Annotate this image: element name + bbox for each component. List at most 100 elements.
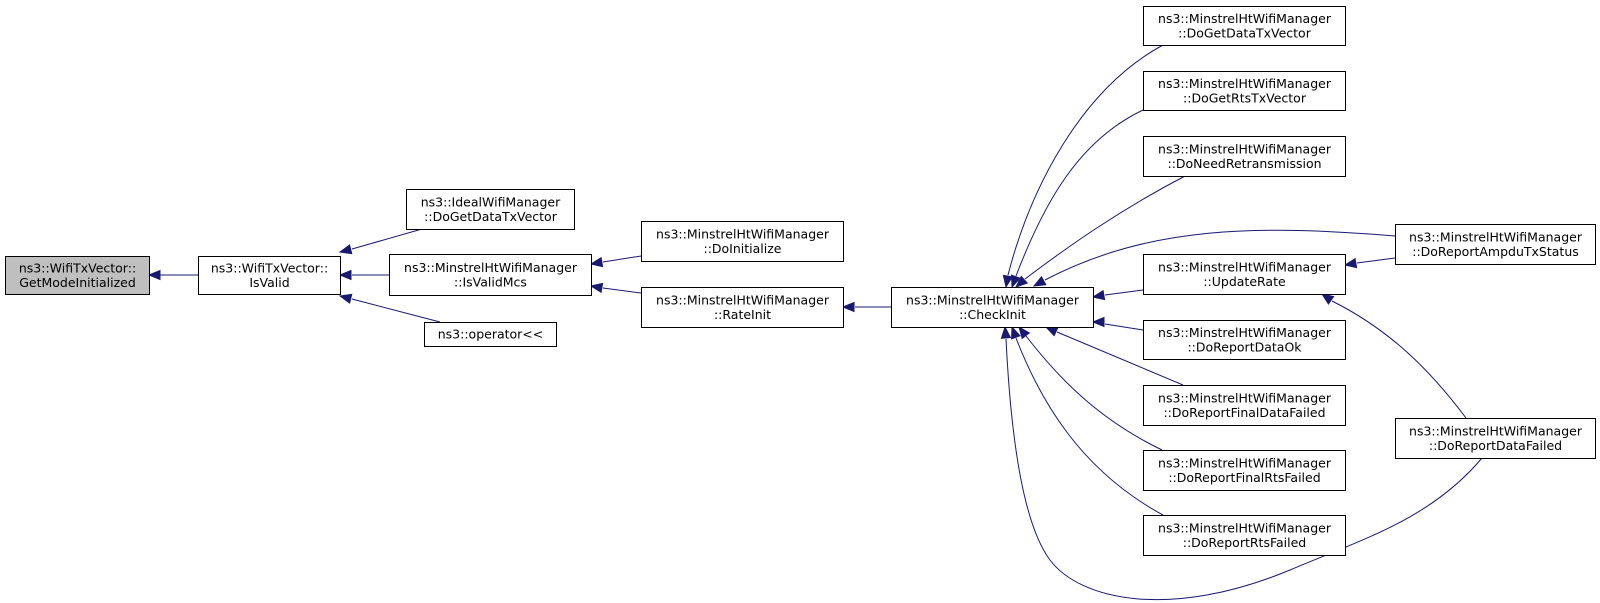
node-label-line: ns3::MinstrelHtWifiManager <box>1158 141 1332 156</box>
arrowhead <box>338 269 352 281</box>
node-box <box>5 256 150 295</box>
nodes-layer: ns3::WifiTxVector::GetModeInitializedns3… <box>5 6 1596 556</box>
edge-ampdu-to-checkinit <box>1032 229 1396 287</box>
node-label-line: ::DoGetDataTxVector <box>1178 25 1312 40</box>
edge-line <box>1044 229 1396 281</box>
node-label-line: ns3::operator<< <box>438 327 544 342</box>
node-datafailed[interactable]: ns3::MinstrelHtWifiManager::DoReportData… <box>1395 418 1596 459</box>
node-rtsfailed[interactable]: ns3::MinstrelHtWifiManager::DoReportRtsF… <box>1143 515 1346 556</box>
node-box <box>1143 71 1346 111</box>
arrowhead <box>841 301 855 313</box>
edge-line <box>1005 338 1483 601</box>
node-operator[interactable]: ns3::operator<< <box>424 322 557 347</box>
node-box <box>641 287 844 328</box>
edge-line <box>1024 175 1186 280</box>
node-label-line: IsValid <box>249 275 289 290</box>
node-label-line: ::DoReportFinalDataFailed <box>1163 405 1325 420</box>
node-label-line: ns3::MinstrelHtWifiManager <box>656 226 830 241</box>
arrowhead <box>589 256 604 268</box>
node-root: ns3::WifiTxVector::GetModeInitialized <box>5 256 150 295</box>
node-ideal[interactable]: ns3::IdealWifiManager::DoGetDataTxVector <box>406 189 575 230</box>
edge-datafailed-to-updaterate <box>1320 293 1467 419</box>
node-getrts[interactable]: ns3::MinstrelHtWifiManager::DoGetRtsTxVe… <box>1143 71 1346 111</box>
arrowhead <box>1000 325 1012 339</box>
arrowhead <box>1015 275 1029 288</box>
edge-line <box>1015 109 1144 277</box>
edge-line <box>1331 300 1467 419</box>
node-box <box>1395 418 1596 459</box>
arrowhead <box>1002 274 1014 289</box>
node-label-line: GetModeInitialized <box>19 275 136 290</box>
node-label-line: ::DoNeedRetransmission <box>1167 156 1321 171</box>
node-box <box>424 322 557 347</box>
node-isvalid[interactable]: ns3::WifiTxVector::IsValid <box>198 256 341 295</box>
node-finalrts[interactable]: ns3::MinstrelHtWifiManager::DoReportFina… <box>1143 450 1346 491</box>
node-label-line: ns3::MinstrelHtWifiManager <box>1158 520 1332 535</box>
edge-line <box>602 255 642 263</box>
edge-line <box>1015 337 1164 516</box>
edge-line <box>1007 44 1164 276</box>
edge-rateinit-to-isvalidmcs <box>589 282 642 294</box>
arrowhead <box>1091 316 1105 328</box>
node-label-line: ::DoGetRtsTxVector <box>1183 90 1307 105</box>
node-rateinit[interactable]: ns3::MinstrelHtWifiManager::RateInit <box>641 287 844 328</box>
node-label-line: ns3::MinstrelHtWifiManager <box>1409 229 1583 244</box>
node-label-line: ::DoReportFinalRtsFailed <box>1168 470 1320 485</box>
node-label-line: ns3::MinstrelHtWifiManager <box>1158 259 1332 274</box>
edge-operator-to-isvalid <box>338 293 441 323</box>
edge-checkinit-to-rateinit <box>841 301 891 313</box>
node-label-line: ::DoInitialize <box>703 241 781 256</box>
node-needretx[interactable]: ns3::MinstrelHtWifiManager::DoNeedRetran… <box>1143 136 1346 177</box>
node-dataok[interactable]: ns3::MinstrelHtWifiManager::DoReportData… <box>1143 320 1346 360</box>
arrowhead <box>338 293 353 304</box>
node-updaterate[interactable]: ns3::MinstrelHtWifiManager::UpdateRate <box>1143 254 1346 295</box>
edge-line <box>1104 323 1144 331</box>
edge-ampdu-to-updaterate <box>1343 257 1396 269</box>
arrowhead <box>1032 275 1047 287</box>
node-box <box>1143 320 1346 360</box>
node-label-line: ::DoReportDataOk <box>1187 339 1302 354</box>
edge-line <box>1356 257 1396 264</box>
node-label-line: ::DoReportDataFailed <box>1429 438 1562 453</box>
node-checkinit[interactable]: ns3::MinstrelHtWifiManager::CheckInit <box>891 287 1094 328</box>
edge-getrts-to-checkinit <box>1011 109 1144 289</box>
edge-line <box>602 287 642 294</box>
arrowhead <box>1011 274 1021 289</box>
node-box <box>1143 254 1346 295</box>
edge-needretx-to-checkinit <box>1015 175 1186 288</box>
edge-dataok-to-checkinit <box>1091 316 1144 331</box>
edge-ideal-to-isvalid <box>338 228 423 255</box>
edge-line <box>351 298 441 323</box>
edge-line <box>351 228 423 250</box>
node-label-line: ::DoReportRtsFailed <box>1183 535 1307 550</box>
node-box <box>389 254 592 296</box>
node-isvalidmcs[interactable]: ns3::MinstrelHtWifiManager::IsValidMcs <box>389 254 592 296</box>
edge-datafailed-to-checkinit <box>1000 325 1483 601</box>
node-box <box>198 256 341 295</box>
node-label-line: ns3::MinstrelHtWifiManager <box>1158 390 1332 405</box>
node-label-line: ::UpdateRate <box>1203 274 1286 289</box>
node-getdata[interactable]: ns3::MinstrelHtWifiManager::DoGetDataTxV… <box>1143 6 1346 46</box>
node-box <box>1143 136 1346 177</box>
arrowhead <box>338 244 353 255</box>
node-box <box>1143 515 1346 556</box>
node-doinit[interactable]: ns3::MinstrelHtWifiManager::DoInitialize <box>641 221 844 262</box>
arrowhead <box>1320 293 1335 305</box>
edge-isvalidmcs-to-isvalid <box>338 269 389 281</box>
node-label-line: ns3::MinstrelHtWifiManager <box>404 260 578 275</box>
node-finaldata[interactable]: ns3::MinstrelHtWifiManager::DoReportFina… <box>1143 385 1346 426</box>
edges-layer <box>147 44 1483 601</box>
node-box <box>1143 385 1346 426</box>
node-label-line: ns3::MinstrelHtWifiManager <box>1158 325 1332 340</box>
node-box <box>641 221 844 262</box>
arrowhead <box>147 269 161 281</box>
node-box <box>1143 450 1346 491</box>
edge-line <box>1056 331 1184 386</box>
edge-line <box>1025 335 1163 451</box>
arrowhead <box>1343 257 1358 269</box>
node-box <box>406 189 575 230</box>
node-label-line: ns3::MinstrelHtWifiManager <box>1158 76 1332 91</box>
node-box <box>1143 6 1346 46</box>
node-ampdu[interactable]: ns3::MinstrelHtWifiManager::DoReportAmpd… <box>1395 224 1596 265</box>
